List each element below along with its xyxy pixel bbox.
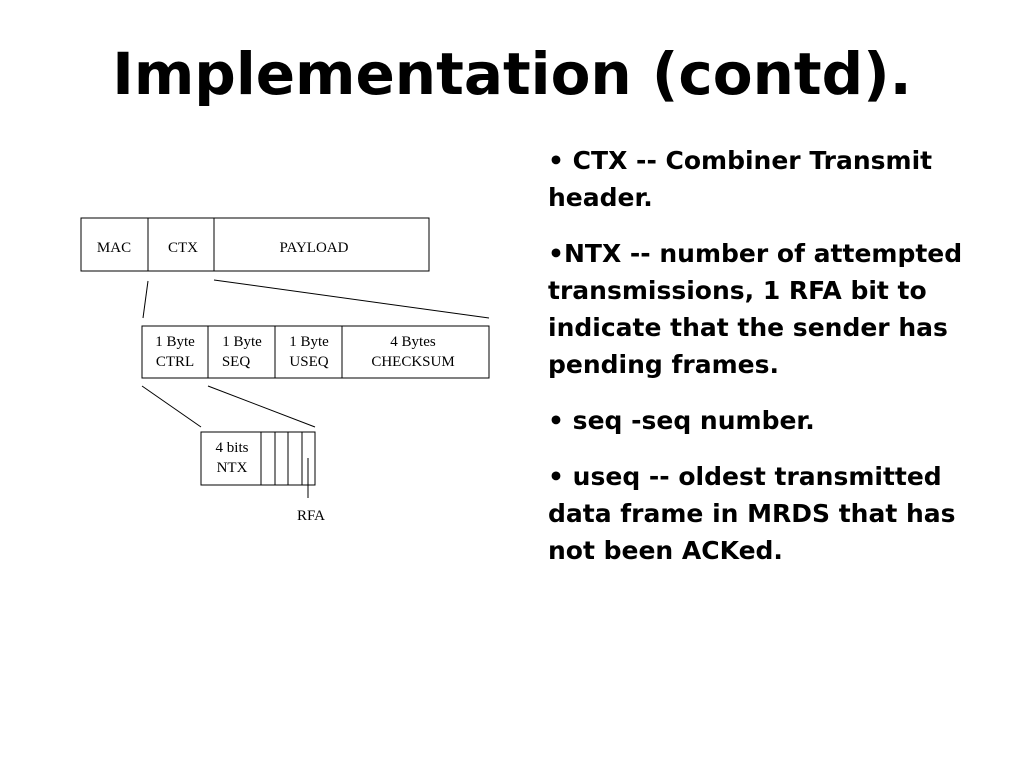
frame-row: MAC CTX PAYLOAD	[80, 217, 430, 272]
seq-size-label: 1 Byte	[222, 334, 262, 350]
ctrl-expand-left-line	[141, 385, 202, 428]
checksum-name-label: CHECKSUM	[371, 354, 454, 370]
ctrl-byte-row: 4 bits NTX RFA	[200, 431, 325, 524]
checksum-size-label: 4 Bytes	[390, 334, 436, 350]
ntx-name-label: NTX	[217, 460, 248, 476]
ntx-size-label: 4 bits	[216, 440, 249, 456]
bullet-list: • CTX -- Combiner Transmit header. •NTX …	[548, 142, 1008, 588]
useq-name-label: USEQ	[289, 354, 328, 370]
ctx-expand-right-line	[213, 279, 490, 319]
bullet-ctx: • CTX -- Combiner Transmit header.	[548, 146, 933, 212]
packet-format-diagram: MAC CTX PAYLOAD 1 Byte CTRL 1 Byte SEQ 1…	[80, 217, 490, 524]
bullet-ntx: •NTX -- number of attempted transmission…	[548, 239, 963, 379]
frame-ctx-label: CTX	[168, 240, 198, 256]
ctrl-name-label: CTRL	[156, 354, 194, 370]
bullet-useq: • useq -- oldest transmitted data frame …	[548, 462, 956, 565]
frame-mac-label: MAC	[97, 240, 131, 256]
ctrl-expand-right-line	[207, 385, 316, 428]
frame-box	[80, 217, 430, 272]
slide-title: Implementation (contd).	[112, 40, 912, 108]
bullet-seq: • seq -seq number.	[548, 406, 815, 435]
useq-size-label: 1 Byte	[289, 334, 329, 350]
frame-payload-label: PAYLOAD	[280, 240, 349, 256]
ctx-header-box	[141, 325, 490, 379]
ctx-expand-left-line	[142, 280, 149, 319]
ctrl-size-label: 1 Byte	[155, 334, 195, 350]
ctrl-byte-box	[200, 431, 316, 486]
ctx-header-row: 1 Byte CTRL 1 Byte SEQ 1 Byte USEQ 4 Byt…	[141, 325, 490, 379]
rfa-label: RFA	[297, 508, 325, 524]
seq-name-label: SEQ	[222, 354, 251, 370]
